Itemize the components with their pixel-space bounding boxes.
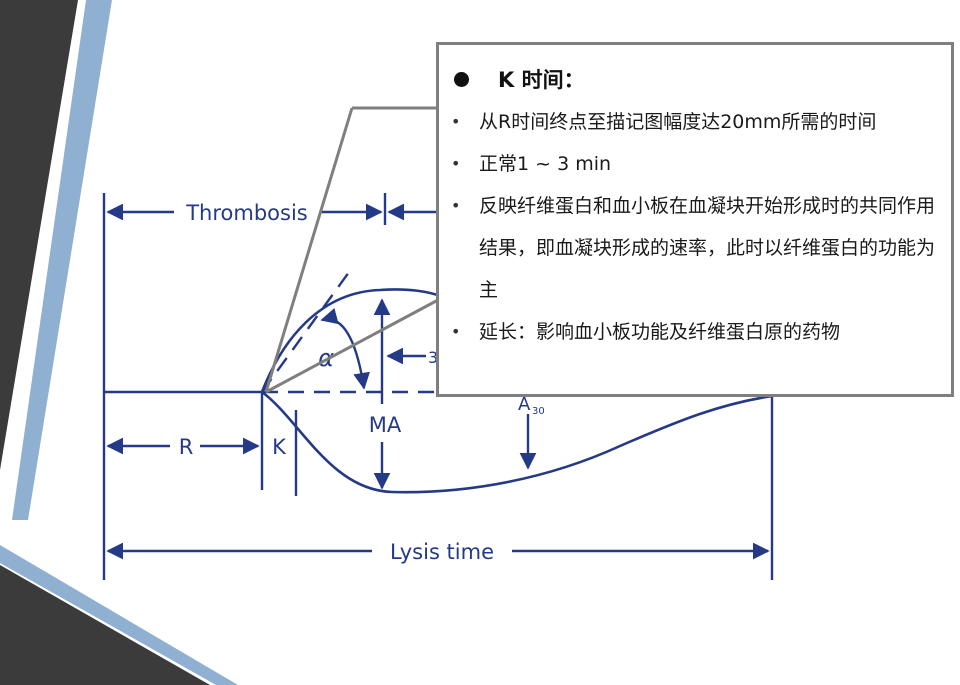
teg-lower-curve [261, 390, 773, 494]
callout-pointer [264, 106, 439, 394]
callout-title: K 时间： [498, 68, 585, 92]
teg-upper-curve [260, 288, 441, 393]
dark-corner [0, 565, 210, 685]
lysis-time-label: Lysis time [390, 540, 494, 564]
r-label: R [179, 435, 194, 459]
bullet-marker: • [451, 154, 461, 173]
bullet-marker: • [451, 196, 461, 215]
k-label: K [272, 435, 287, 459]
a30-upper-label-partial: 3 [428, 348, 438, 367]
slide-decoration [0, 0, 238, 685]
bullet-item: • 正常1 ~ 3 min [451, 143, 939, 185]
bullet-marker: • [451, 112, 461, 131]
a30-label: A [518, 394, 531, 415]
bullet-text: 延长：影响血小板功能及纤维蛋白原的药物 [479, 321, 841, 343]
bullet-text: 正常1 ~ 3 min [479, 153, 612, 175]
ma-label: MA [369, 413, 402, 437]
callout-title-row: K 时间： [451, 63, 939, 95]
bullet-item: • 延长：影响血小板功能及纤维蛋白原的药物 [451, 311, 939, 353]
light-stripe [12, 0, 112, 520]
callout-bullet-list: • 从R时间终点至描记图幅度达20mm所需的时间 • 正常1 ~ 3 min •… [451, 101, 939, 353]
k-time-callout: K 时间： • 从R时间终点至描记图幅度达20mm所需的时间 • 正常1 ~ 3… [436, 42, 954, 397]
light-corner [0, 545, 238, 685]
bullet-dot-icon [454, 71, 469, 87]
alpha-tangent-line [261, 267, 353, 393]
bullet-item: • 从R时间终点至描记图幅度达20mm所需的时间 [451, 101, 939, 143]
alpha-label: α [318, 344, 334, 372]
thrombosis-label: Thrombosis [185, 201, 308, 225]
bullet-item: • 反映纤维蛋白和血小板在血凝块开始形成时的共同作用结果，即血凝块形成的速率，此… [451, 185, 939, 311]
alpha-angle-arc [320, 308, 370, 390]
bullet-marker: • [451, 322, 461, 341]
bullet-text: 从R时间终点至描记图幅度达20mm所需的时间 [479, 111, 877, 133]
dark-stripe [0, 0, 78, 470]
bullet-text: 反映纤维蛋白和血小板在血凝块开始形成时的共同作用结果，即血凝块形成的速率，此时以… [479, 195, 936, 301]
a30-subscript: 30 [532, 406, 545, 417]
